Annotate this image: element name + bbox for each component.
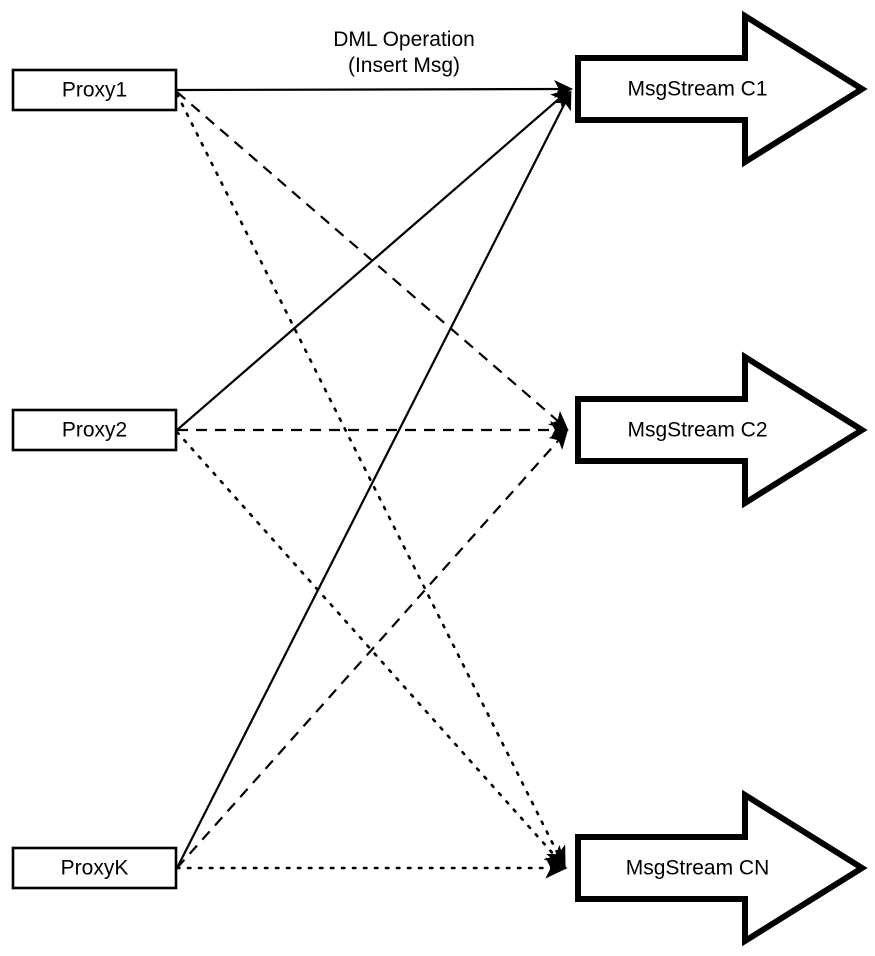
msgstream-arrow-shape-cn[interactable] [575,789,868,947]
proxy-box-proxyk[interactable] [11,846,178,890]
edge-group [175,80,574,879]
edge-proxyk-to-c2 [176,429,569,869]
proxy-node-proxy1[interactable]: Proxy1 [11,68,178,112]
msgstream-node-cn[interactable]: MsgStream CN [575,789,868,947]
edge-proxyk-to-c1 [176,90,572,869]
proxy-box-proxy1[interactable] [11,68,178,112]
proxy-label-proxy1: Proxy1 [62,79,127,102]
msgstream-node-c2[interactable]: MsgStream C2 [575,351,868,509]
msgstream-arrow-shape-c2[interactable] [575,351,868,509]
proxy-node-proxy2[interactable]: Proxy2 [11,408,178,452]
edge-label-line2: (Insert Msg) [348,54,460,77]
edge-proxy2-to-c1 [176,88,571,431]
proxy-label-proxy2: Proxy2 [62,419,127,442]
edge-label-dml-operation: DML Operation (Insert Msg) [333,28,475,77]
msgstream-arrow-shape-c1[interactable] [575,10,868,168]
edge-label-line1: DML Operation [333,28,475,51]
edge-proxy1-to-cn [175,92,566,870]
proxy-box-proxy2[interactable] [11,408,178,452]
edge-proxy2-to-cn [175,430,567,869]
msgstream-node-c1[interactable]: MsgStream C1 [575,10,868,168]
msgstream-label-c2: MsgStream C2 [627,419,767,442]
edge-proxy1-to-c1 [176,80,574,99]
msgstream-label-c1: MsgStream C1 [627,78,767,101]
msgstream-label-cn: MsgStream CN [626,857,770,880]
proxy-label-proxyk: ProxyK [61,857,129,880]
proxy-node-proxyk[interactable]: ProxyK [11,846,178,890]
